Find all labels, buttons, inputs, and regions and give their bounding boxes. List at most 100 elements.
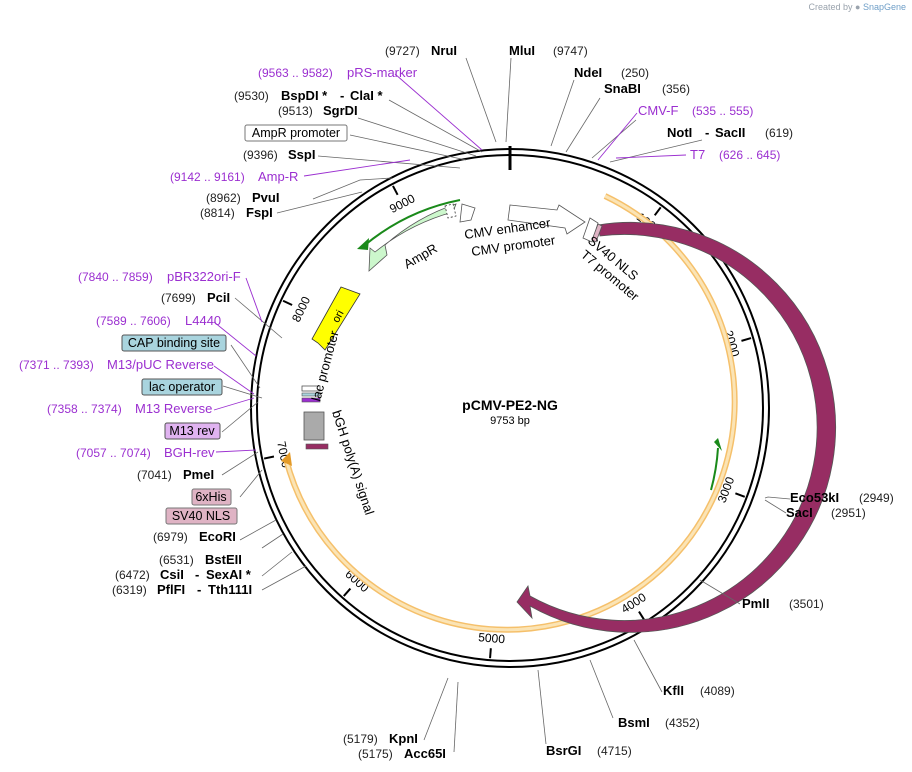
enzyme-pos-csii: (6472) <box>115 568 150 582</box>
tick-mark <box>741 337 752 342</box>
enzyme-acc65i[interactable]: Acc65I <box>404 746 446 761</box>
enzyme-pmei[interactable]: PmeI <box>183 467 214 482</box>
enzyme-pos-noti: (619) <box>765 126 793 140</box>
m13-rev-mark <box>301 397 321 403</box>
tick-mark <box>263 455 275 460</box>
ampr-label: AmpR <box>401 241 440 272</box>
box-ampr-promoter[interactable] <box>244 124 348 142</box>
bgh-polya-label: bGH poly(A) signal <box>329 408 377 516</box>
primer-range-bgh: (7057 .. 7074) <box>76 446 151 460</box>
enzyme-nrui[interactable]: NruI <box>431 43 457 58</box>
lac-operator-mark <box>301 392 321 397</box>
enzyme-bsmi[interactable]: BsmI <box>618 715 650 730</box>
primer-range-ampr: (9142 .. 9161) <box>170 170 245 184</box>
primer-range-pbr322: (7840 .. 7859) <box>78 270 153 284</box>
enzyme-clai[interactable]: ClaI * <box>350 88 383 103</box>
primer-t7[interactable]: T7 <box>690 147 705 162</box>
enzyme-pvui[interactable]: PvuI <box>252 190 279 205</box>
tick-mark <box>282 299 293 306</box>
svg-text:-: - <box>340 88 344 103</box>
primer-prs-marker[interactable]: pRS-marker <box>347 65 418 80</box>
enzyme-pos-pcii: (7699) <box>161 291 196 305</box>
enzyme-pos-bsrgi: (4715) <box>597 744 632 758</box>
primer-m13-puc-reverse[interactable]: M13/pUC Reverse <box>107 357 214 372</box>
box-sv40-nls[interactable] <box>165 507 238 525</box>
svg-text:-: - <box>197 582 201 597</box>
enzyme-pos-eco53ki: (2949) <box>859 491 894 505</box>
enzyme-bspdi[interactable]: BspDI * <box>281 88 328 103</box>
box-lac-operator-label: lac operator <box>149 380 215 394</box>
primer-cmv-f[interactable]: CMV-F <box>638 103 679 118</box>
enzyme-eco53ki[interactable]: Eco53kI <box>790 490 839 505</box>
svg-text:-: - <box>195 567 199 582</box>
enzyme-pos-saci: (2951) <box>831 506 866 520</box>
snapgene-credit: Created by ● SnapGene <box>808 2 906 12</box>
right-labels: MluI (9747) NdeI (250) SnaBI (356) CMV-F… <box>509 43 894 758</box>
tick-mark <box>735 492 746 498</box>
enzyme-bsrgi[interactable]: BsrGI <box>546 743 581 758</box>
box-cap-binding-site-label: CAP binding site <box>128 336 220 350</box>
primer-bgh-rev[interactable]: BGH-rev <box>164 445 215 460</box>
enzyme-sgrdi[interactable]: SgrDI <box>323 103 358 118</box>
box-6xhis[interactable] <box>191 488 232 506</box>
box-m13-rev-label: M13 rev <box>169 424 215 438</box>
enzyme-ndei[interactable]: NdeI <box>574 65 602 80</box>
tick-label: 9000 <box>387 191 417 216</box>
leader-lines <box>221 57 791 753</box>
primer-amp-r[interactable]: Amp-R <box>258 169 298 184</box>
enzyme-pos-pmli: (3501) <box>789 597 824 611</box>
sv40-nls-mark <box>305 443 329 450</box>
primer-range-m13rev: (7358 .. 7374) <box>47 402 122 416</box>
primer-pbr322ori-f[interactable]: pBR322ori-F <box>167 269 241 284</box>
primer-l4440[interactable]: L4440 <box>185 313 221 328</box>
cmv-enhancer-arrow[interactable] <box>507 204 586 235</box>
enzyme-pos-pmei: (7041) <box>137 468 172 482</box>
enzyme-sexai[interactable]: SexAI * <box>206 567 252 582</box>
enzyme-pmli[interactable]: PmlI <box>742 596 769 611</box>
cas9-outer-arrowhead <box>281 452 292 466</box>
enzyme-sacii[interactable]: SacII <box>715 125 745 140</box>
primer-leader-lines <box>213 73 687 453</box>
enzyme-sspi[interactable]: SspI <box>288 147 315 162</box>
left-labels: (9727) NruI (9563 .. 9582) pRS-marker (9… <box>19 43 457 761</box>
enzyme-csii[interactable]: CsiI <box>160 567 184 582</box>
bgh-polya-feature[interactable] <box>303 411 325 441</box>
enzyme-pcii[interactable]: PciI <box>207 290 230 305</box>
enzyme-pos-snabi: (356) <box>662 82 690 96</box>
enzyme-snabi[interactable]: SnaBI <box>604 81 641 96</box>
enzyme-pflfi[interactable]: PflFI <box>157 582 185 597</box>
small-green-arrow <box>710 447 719 491</box>
enzyme-pos-acc65i: (5175) <box>358 747 393 761</box>
enzyme-pos-ndei: (250) <box>621 66 649 80</box>
enzyme-mlui[interactable]: MluI <box>509 43 535 58</box>
primer-m13-reverse[interactable]: M13 Reverse <box>135 401 212 416</box>
enzyme-noti[interactable]: NotI <box>667 125 692 140</box>
enzyme-bsteii[interactable]: BstEII <box>205 552 242 567</box>
enzyme-pos-kfli: (4089) <box>700 684 735 698</box>
box-lac-operator[interactable] <box>141 378 223 396</box>
enzyme-pos-mlui: (9747) <box>553 44 588 58</box>
enzyme-pos-nrui: (9727) <box>385 44 420 58</box>
cas9-label: Cas9 <box>693 430 709 457</box>
enzyme-pos-sgrdi: (9513) <box>278 104 313 118</box>
enzyme-pos-bsmi: (4352) <box>665 716 700 730</box>
enzyme-kpni[interactable]: KpnI <box>389 731 418 746</box>
tick-mark <box>343 587 352 597</box>
cas9-feature[interactable] <box>516 222 837 633</box>
tick-label: 5000 <box>478 630 506 646</box>
ampr-promoter-mark <box>444 203 457 219</box>
ori-feature[interactable] <box>311 286 361 351</box>
ori-label: ori <box>330 308 346 324</box>
enzyme-pos-fspi: (8814) <box>200 206 235 220</box>
enzyme-tth111i[interactable]: Tth111I <box>208 582 252 597</box>
box-cap-binding-site[interactable] <box>121 334 227 352</box>
enzyme-kfli[interactable]: KflI <box>663 683 684 698</box>
box-m13-rev[interactable] <box>164 422 221 440</box>
enzyme-ecori[interactable]: EcoRI <box>199 529 236 544</box>
enzyme-pos-kpni: (5179) <box>343 732 378 746</box>
tick-mark <box>489 648 492 659</box>
enzyme-saci[interactable]: SacI <box>786 505 813 520</box>
enzyme-fspi[interactable]: FspI <box>246 205 273 220</box>
cmv-promoter-arrow[interactable] <box>582 217 599 243</box>
